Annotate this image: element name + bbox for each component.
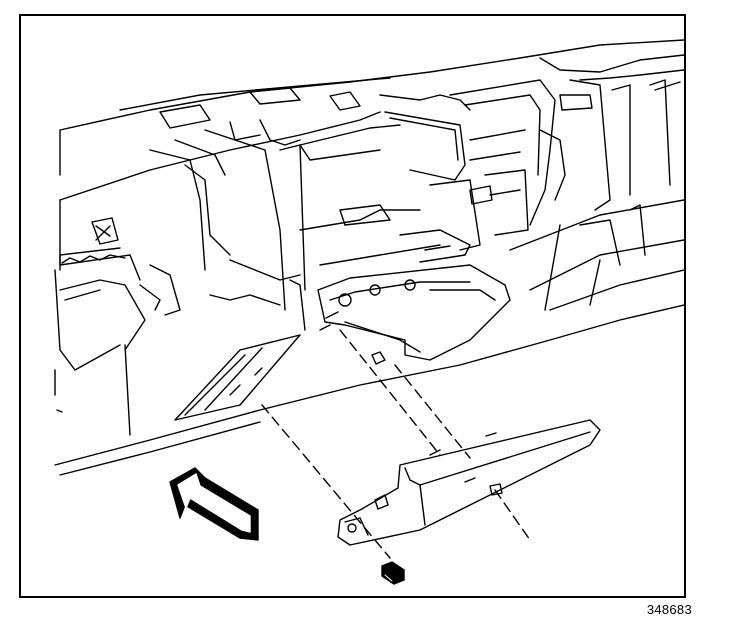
knee-bolster-bracket [174,334,301,421]
dash-support-frame [174,119,441,331]
installation-guide-lines [261,329,531,559]
center-stack-opening [379,79,671,263]
knee-bolster-reinforcement [317,264,511,365]
figure-number: 348683 [646,602,692,617]
forward-direction-arrow-icon [169,467,259,541]
lower-dash-edge [54,304,684,476]
knee-bolster-panel [337,419,601,546]
right-side-panel [509,81,684,311]
fastener-screw-icon [381,561,405,585]
instrument-panel-top [59,39,684,201]
left-side-panel [54,149,206,413]
illustration-frame [19,14,686,598]
